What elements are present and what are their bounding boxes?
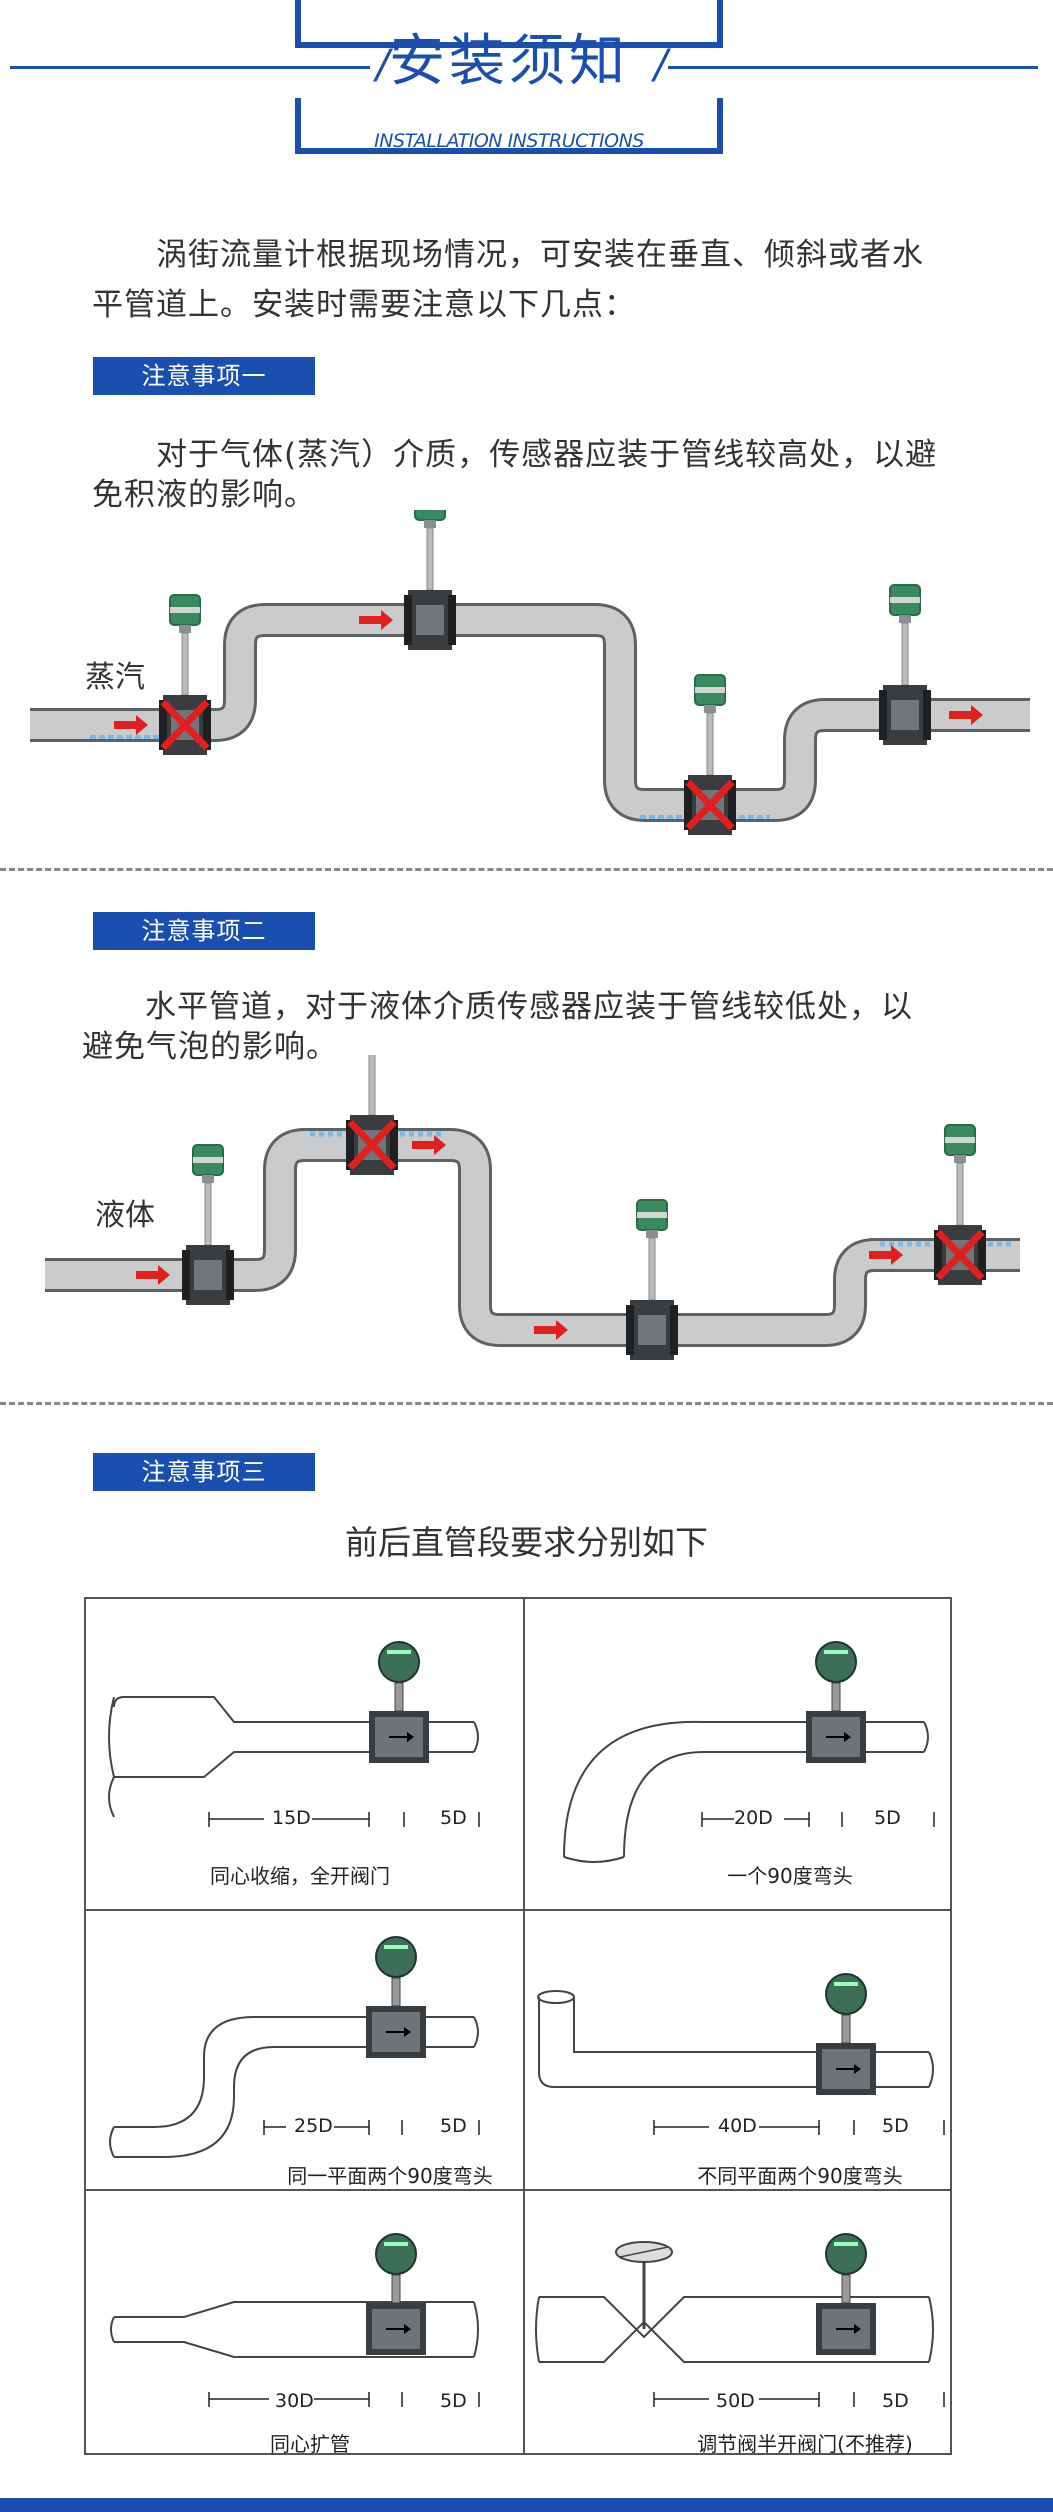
divider-2 (0, 1402, 1053, 1405)
cell2-caption: 一个90度弯头 (727, 1864, 853, 1888)
cell5-downstream-length: 5D (440, 2390, 467, 2412)
header-line-left (10, 66, 370, 69)
cell5-drawing (110, 2233, 480, 2407)
header-frame-top (295, 0, 723, 48)
note2-medium-label: 液体 (95, 1198, 155, 1233)
cell4-drawing (537, 1973, 945, 2135)
cell4-caption: 不同平面两个90度弯头 (697, 2164, 903, 2188)
cell3-downstream-length: 5D (440, 2115, 467, 2137)
cell2-downstream-length: 5D (874, 1807, 901, 1829)
cell6-downstream-length: 5D (882, 2390, 909, 2412)
cell2-drawing (563, 1641, 935, 1863)
note2-liquid-diagram (45, 1055, 1020, 1361)
straight-pipe-grid (84, 1597, 952, 2455)
cell3-caption: 同一平面两个90度弯头 (287, 2164, 493, 2188)
note1-line-2: 免积液的影响。 (92, 477, 316, 513)
cell4-downstream-length: 5D (882, 2115, 909, 2137)
note2-line-1: 水平管道，对于液体介质传感器应装于管线较低处，以 (145, 989, 913, 1025)
page-title: 安装须知 (389, 29, 629, 94)
note1-medium-label: 蒸汽 (85, 660, 145, 695)
bottom-accent-bar (0, 2498, 1053, 2512)
cell5-caption: 同心扩管 (270, 2432, 350, 2456)
header-frame-bottom (295, 98, 723, 154)
cell4-upstream-length: 40D (718, 2115, 757, 2137)
note1-tag: 注意事项一 (93, 357, 315, 395)
note1-steam-diagram (30, 510, 1030, 836)
cell3-upstream-length: 25D (294, 2115, 333, 2137)
cell2-upstream-length: 20D (734, 1807, 773, 1829)
note3-subtitle: 前后直管段要求分别如下 (345, 1523, 708, 1562)
cell1-caption: 同心收缩，全开阀门 (210, 1864, 390, 1888)
cell1-drawing (108, 1641, 480, 1827)
cell3-drawing (109, 1936, 480, 2158)
header-line-right (668, 66, 1038, 69)
cell6-upstream-length: 50D (716, 2390, 755, 2412)
note3-tag: 注意事项三 (93, 1453, 315, 1491)
header-slash-right: / (654, 42, 668, 88)
header-slash-left: / (376, 42, 390, 88)
cell5-upstream-length: 30D (275, 2390, 314, 2412)
cell1-downstream-length: 5D (440, 1807, 467, 1829)
page-subtitle: INSTALLATION INSTRUCTIONS (374, 130, 644, 152)
divider-1 (0, 868, 1053, 871)
note2-tag: 注意事项二 (93, 912, 315, 950)
note2-line-2: 避免气泡的影响。 (82, 1029, 338, 1065)
cell1-upstream-length: 15D (272, 1807, 311, 1829)
intro-line-1: 涡街流量计根据现场情况，可安装在垂直、倾斜或者水 (156, 237, 924, 273)
cell6-caption: 调节阀半开阀门(不推荐) (697, 2432, 913, 2456)
cell6-drawing (535, 2233, 945, 2407)
intro-line-2: 平管道上。安装时需要注意以下几点： (92, 287, 636, 323)
note1-line-1: 对于气体(蒸汽）介质，传感器应装于管线较高处，以避 (156, 437, 938, 473)
